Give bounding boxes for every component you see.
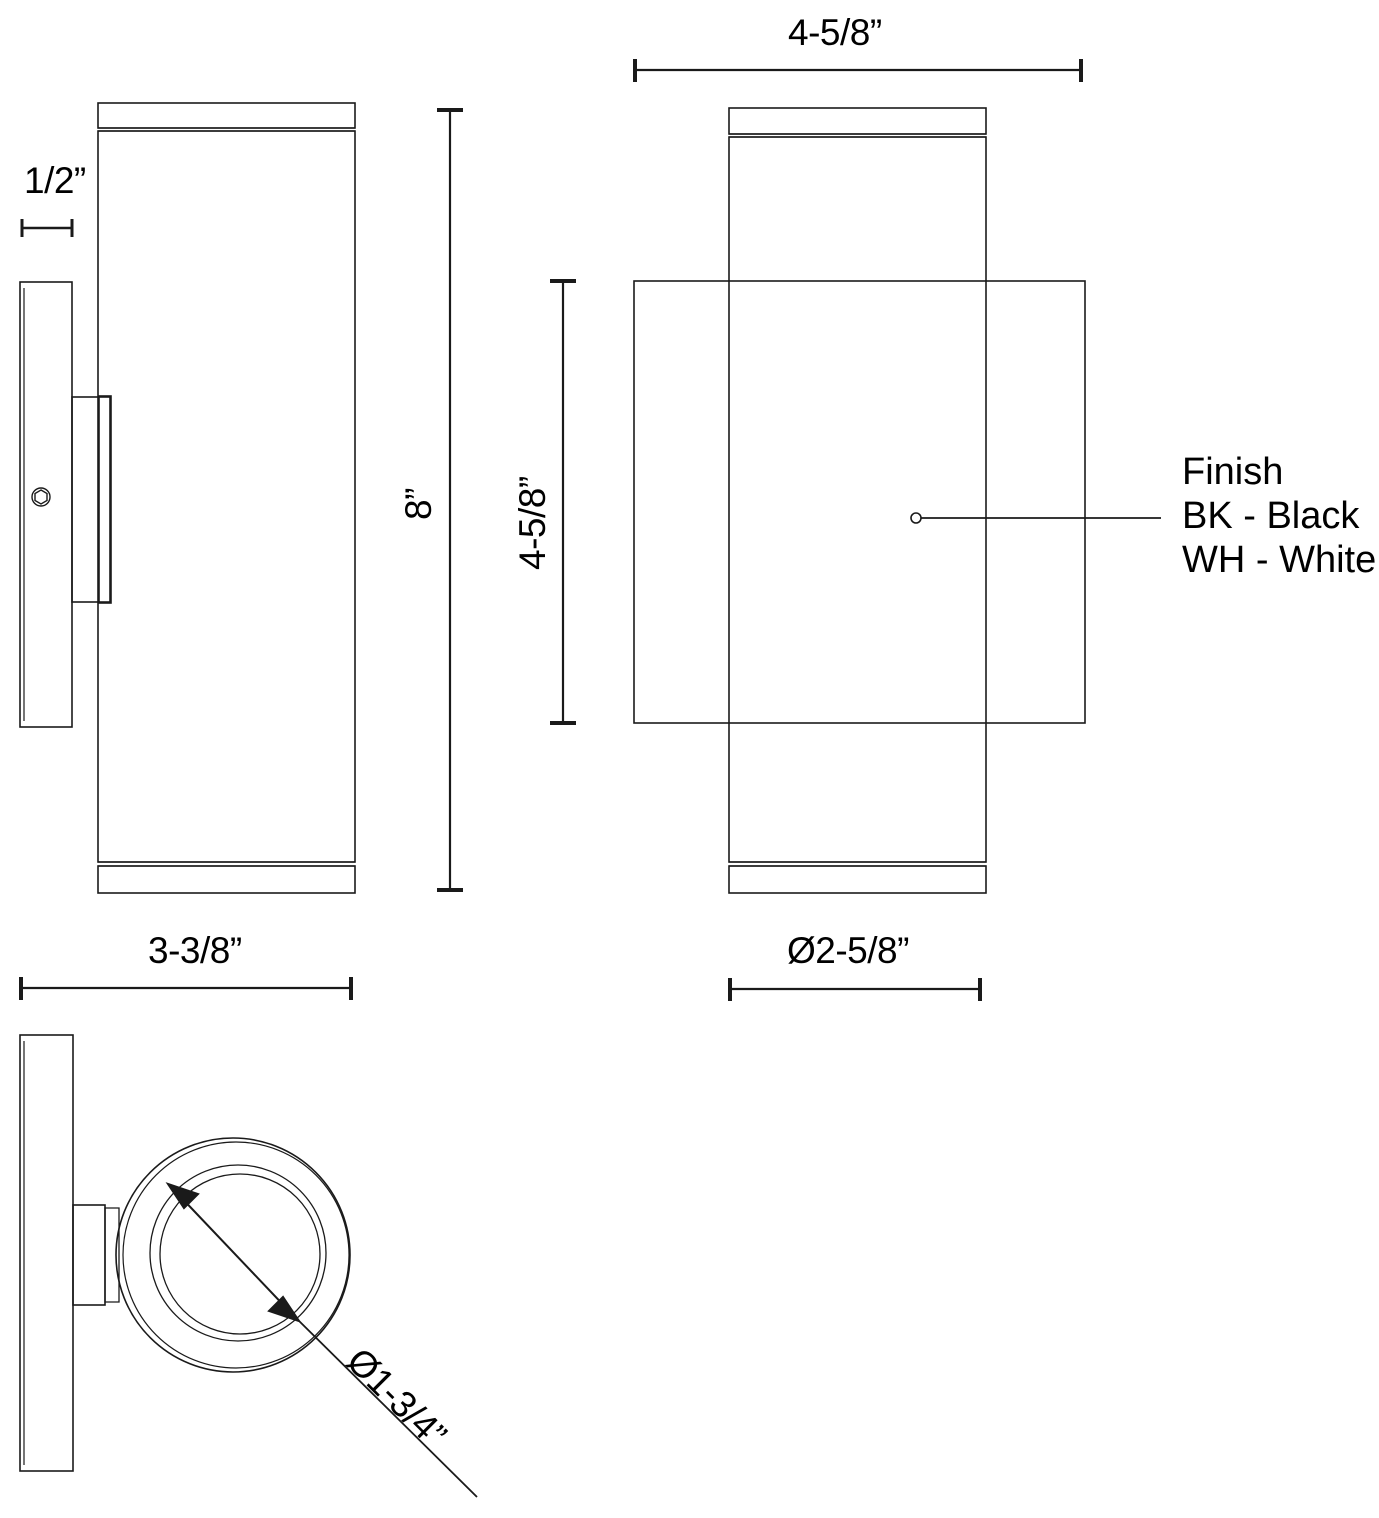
- label-body-height: 4-5/8”: [512, 476, 553, 570]
- finish-option-white: WH - White: [1182, 539, 1377, 581]
- label-backplate-length: 3-3/8”: [148, 930, 242, 971]
- dimension-aperture-diameter: [165, 1182, 478, 1498]
- dimension-backplate-depth: [20, 219, 74, 237]
- dimension-body-height: [550, 279, 576, 725]
- dimension-backplate-length: [19, 977, 353, 1000]
- label-overall-height: 8”: [398, 488, 439, 520]
- finish-leader-line: [910, 512, 1161, 524]
- dimension-backplate-width: [633, 59, 1083, 82]
- side-elevation-view: [19, 102, 356, 894]
- label-backplate-depth: 1/2”: [24, 160, 86, 201]
- label-backplate-width: 4-5/8”: [788, 12, 882, 53]
- finish-option-black: BK - Black: [1182, 495, 1360, 537]
- dimension-cylinder-diameter: [728, 978, 982, 1001]
- label-cylinder-diameter: Ø2-5/8”: [787, 930, 909, 971]
- front-elevation-view: [633, 107, 1086, 894]
- bottom-plan-view: [19, 1034, 351, 1472]
- finish-note-title: Finish: [1182, 451, 1284, 493]
- dimension-overall-height: [437, 108, 463, 892]
